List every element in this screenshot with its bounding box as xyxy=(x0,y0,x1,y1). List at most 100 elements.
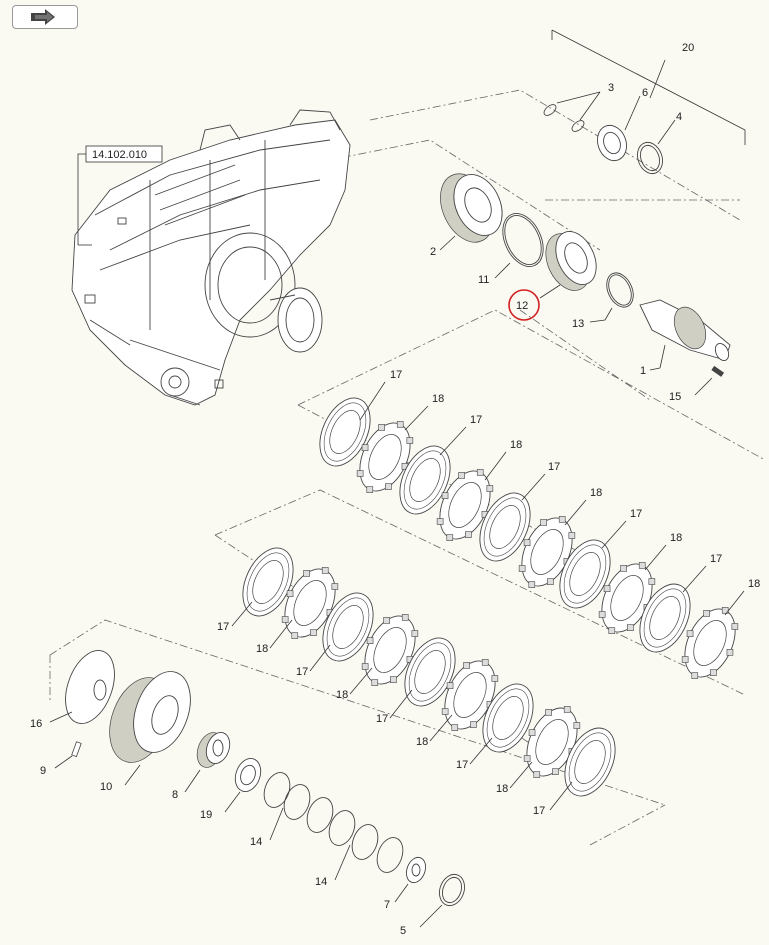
friction-disc xyxy=(242,547,294,617)
part-1-shaft xyxy=(639,299,731,371)
part-4-snap-ring xyxy=(637,119,676,175)
callout-14[interactable]: 14 xyxy=(250,836,262,848)
steel-plate xyxy=(523,706,581,778)
callout-17[interactable]: 17 xyxy=(630,508,642,520)
callout-13[interactable]: 13 xyxy=(572,318,584,330)
callout-labels: 20 3 6 4 2 11 12 13 1 15 17 18 17 18 17 … xyxy=(30,42,760,937)
clutch-disc-stack xyxy=(231,381,745,811)
reference-label-text: 14.102.010 xyxy=(92,149,147,161)
callout-7[interactable]: 7 xyxy=(384,899,390,911)
callout-leader-line xyxy=(509,761,533,789)
back-button[interactable] xyxy=(12,5,78,29)
callout-leader-line xyxy=(564,499,587,526)
callout-leader-line xyxy=(389,689,413,719)
callout-15[interactable]: 15 xyxy=(669,391,681,403)
callout-leader-line xyxy=(644,544,667,571)
friction-disc xyxy=(399,445,451,515)
callout-18[interactable]: 18 xyxy=(336,689,348,701)
transmission-housing xyxy=(71,109,351,406)
callout-20[interactable]: 20 xyxy=(682,42,694,54)
callout-leader-line xyxy=(469,737,493,765)
friction-disc xyxy=(482,683,534,753)
highlight-circle-part-12 xyxy=(508,289,540,321)
callout-3[interactable]: 3 xyxy=(608,82,614,94)
callout-18[interactable]: 18 xyxy=(670,532,682,544)
steel-plate xyxy=(356,421,414,493)
callout-1[interactable]: 1 xyxy=(640,365,646,377)
friction-disc xyxy=(639,583,691,653)
callout-8[interactable]: 8 xyxy=(172,789,178,801)
back-arrow-icon xyxy=(31,9,55,25)
part-5-snap-ring xyxy=(419,873,465,928)
part-9-bolt xyxy=(54,741,82,769)
group-boundary-shaft xyxy=(279,89,741,401)
callout-18[interactable]: 18 xyxy=(510,439,522,451)
callout-18[interactable]: 18 xyxy=(590,487,602,499)
part-19-seal xyxy=(224,758,262,813)
callout-6[interactable]: 6 xyxy=(642,87,648,99)
steel-plate xyxy=(361,614,419,686)
part-11-o-ring xyxy=(494,213,544,279)
part-10-hub-gear xyxy=(109,671,191,786)
part-13-o-ring xyxy=(589,272,634,323)
callout-leader-line xyxy=(404,405,429,431)
part-6-bearing xyxy=(597,95,641,162)
callout-16[interactable]: 16 xyxy=(30,718,42,730)
callout-17[interactable]: 17 xyxy=(376,713,388,725)
part-3-keys xyxy=(543,91,601,132)
callout-leader-line xyxy=(682,565,707,593)
callout-leader-line xyxy=(429,714,453,742)
steel-plate xyxy=(281,567,339,639)
callout-17[interactable]: 17 xyxy=(390,369,402,381)
callout-18[interactable]: 18 xyxy=(416,736,428,748)
callout-2[interactable]: 2 xyxy=(430,246,436,258)
callout-18[interactable]: 18 xyxy=(432,393,444,405)
callout-9[interactable]: 9 xyxy=(40,765,46,777)
callout-17[interactable]: 17 xyxy=(456,759,468,771)
callout-17[interactable]: 17 xyxy=(548,461,560,473)
friction-disc xyxy=(404,637,456,707)
callout-leader-line xyxy=(359,381,386,421)
callout-leader-line xyxy=(549,781,573,811)
steel-plate xyxy=(681,607,739,679)
callout-leader-line xyxy=(439,426,467,456)
friction-disc xyxy=(322,592,374,662)
callout-leader-line xyxy=(484,451,507,481)
part-12-hub xyxy=(539,231,597,299)
part-15-pin xyxy=(694,365,725,396)
callout-10[interactable]: 10 xyxy=(100,781,112,793)
callout-leader-line xyxy=(521,473,546,501)
callout-19[interactable]: 19 xyxy=(200,809,212,821)
callout-18[interactable]: 18 xyxy=(256,643,268,655)
group-boundary-hub xyxy=(49,619,666,846)
friction-disc xyxy=(319,397,371,467)
part-14-rings xyxy=(263,772,404,881)
callout-leader-line xyxy=(601,520,627,549)
part-16-plate xyxy=(49,650,115,724)
callout-11[interactable]: 11 xyxy=(478,274,489,286)
part-7-bearing xyxy=(394,856,427,903)
callout-leader-line xyxy=(349,667,373,695)
callout-leader-line xyxy=(724,590,745,616)
callout-leader-line xyxy=(231,601,253,627)
callout-5[interactable]: 5 xyxy=(400,925,406,937)
part-2-gear xyxy=(439,173,503,251)
callout-14[interactable]: 14 xyxy=(315,876,327,888)
callout-17[interactable]: 17 xyxy=(296,666,308,678)
callout-18[interactable]: 18 xyxy=(496,783,508,795)
part-8-bearing xyxy=(184,732,231,793)
callout-17[interactable]: 17 xyxy=(710,553,722,565)
callout-17[interactable]: 17 xyxy=(470,414,482,426)
callout-17[interactable]: 17 xyxy=(533,805,545,817)
friction-disc xyxy=(559,539,611,609)
friction-disc xyxy=(479,492,531,562)
callout-4[interactable]: 4 xyxy=(676,111,682,123)
callout-12[interactable]: 12 xyxy=(516,300,528,312)
callout-leader-line xyxy=(269,619,293,649)
callout-17[interactable]: 17 xyxy=(217,621,229,633)
friction-disc xyxy=(564,727,616,797)
callout-18[interactable]: 18 xyxy=(748,578,760,590)
reference-label-housing[interactable]: 14.102.010 xyxy=(77,145,163,246)
steel-plate xyxy=(436,469,494,541)
